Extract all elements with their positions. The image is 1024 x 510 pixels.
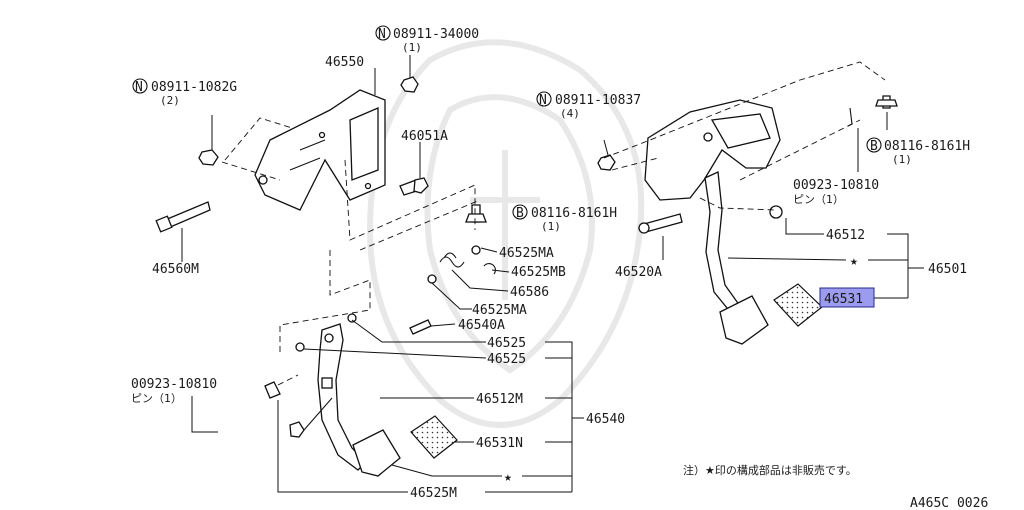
n-symbol-icon: [536, 91, 552, 107]
label-08116-8161h-right[interactable]: 08116-8161H: [884, 139, 970, 154]
label-46525m[interactable]: 46525M: [410, 486, 457, 501]
label-46525ma-2[interactable]: 46525MA: [472, 303, 527, 318]
bushing-46525ma-upper[interactable]: [471, 245, 481, 255]
qty-08911-10837: (4): [560, 107, 580, 120]
nut-1082g[interactable]: [198, 149, 219, 166]
label-46525mb[interactable]: 46525MB: [511, 265, 566, 280]
pad-cover-46531[interactable]: [773, 283, 823, 327]
n-symbol: N: [378, 27, 386, 42]
n-symbol-icon: [132, 78, 148, 94]
n-symbol: N: [135, 80, 143, 95]
b-symbol-icon: [512, 204, 528, 220]
nut-34000[interactable]: [400, 76, 419, 93]
label-46501[interactable]: 46501: [928, 262, 967, 277]
label-46550[interactable]: 46550: [325, 55, 364, 70]
label-46512m[interactable]: 46512M: [476, 392, 523, 407]
bushing-46525ma-lower[interactable]: [427, 274, 437, 284]
pin-46520a[interactable]: [638, 213, 683, 234]
bushing-46525-top[interactable]: [347, 313, 357, 323]
bolt-46560m[interactable]: [155, 201, 211, 233]
note-pin-lower: ピン（1）: [131, 392, 182, 405]
qty-08116-8161h-mid: (1): [541, 220, 561, 233]
bolt-8161-lower[interactable]: [465, 204, 487, 223]
label-08911-1082g[interactable]: 08911-1082G: [151, 80, 237, 95]
bracket-46501[interactable]: [644, 99, 781, 201]
pin-right[interactable]: [847, 107, 853, 127]
label-46525ma-1[interactable]: 46525MA: [499, 246, 554, 261]
label-46520a[interactable]: 46520A: [615, 265, 662, 280]
label-46531[interactable]: 46531: [824, 292, 863, 307]
bushing-46525-left[interactable]: [295, 342, 305, 352]
label-08911-34000[interactable]: 08911-34000: [393, 27, 479, 42]
small-part-left[interactable]: [264, 381, 281, 399]
bracket-46550[interactable]: [254, 89, 386, 211]
label-46051a[interactable]: 46051A: [401, 129, 448, 144]
clip-46525mb[interactable]: [483, 263, 496, 275]
spring-46586[interactable]: [439, 252, 465, 268]
qty-08116-8161h-right: (1): [892, 153, 912, 166]
nut-lower-left[interactable]: [289, 421, 305, 438]
label-46586[interactable]: 46586: [510, 285, 549, 300]
footnote: 注）★印の構成部品は非販売です。: [683, 463, 857, 477]
stopper-right[interactable]: [769, 205, 783, 219]
label-46531n[interactable]: 46531N: [476, 436, 523, 451]
b-symbol: B: [516, 206, 524, 221]
label-00923-10810-lower[interactable]: 00923-10810: [131, 377, 217, 392]
figure-code: A465C 0026: [910, 496, 988, 510]
label-46512[interactable]: 46512: [826, 228, 865, 243]
pedal-arm-46512[interactable]: [704, 171, 741, 315]
b-symbol-icon: [866, 137, 882, 153]
pedal-pad-46512m[interactable]: [352, 429, 401, 477]
label-46540[interactable]: 46540: [586, 412, 625, 427]
label-00923-10810-upper[interactable]: 00923-10810: [793, 178, 879, 193]
qty-08911-34000: (1): [402, 41, 422, 54]
label-46525-2[interactable]: 46525: [487, 352, 526, 367]
note-pin-upper: ピン（1）: [793, 193, 844, 206]
label-46525-1[interactable]: 46525: [487, 336, 526, 351]
b-symbol: B: [870, 139, 878, 154]
qty-08911-1082g: (2): [160, 94, 180, 107]
label-08116-8161h-mid[interactable]: 08116-8161H: [531, 206, 617, 221]
pedal-pad-46512[interactable]: [719, 295, 769, 345]
n-symbol-icon: [375, 25, 391, 41]
star-right: ★: [850, 254, 858, 269]
label-46560m[interactable]: 46560M: [152, 262, 199, 277]
bolt-8161-right[interactable]: [875, 95, 898, 109]
highlight-46531[interactable]: [819, 287, 875, 308]
label-46540a[interactable]: 46540A: [458, 318, 505, 333]
label-08911-10837[interactable]: 08911-10837: [555, 93, 641, 108]
star-left: ★: [504, 470, 512, 485]
nut-10837[interactable]: [597, 154, 616, 171]
bolt-46051a[interactable]: [399, 177, 429, 196]
watermark-emblem: [366, 39, 645, 428]
n-symbol: N: [539, 93, 547, 108]
pin-46540a[interactable]: [409, 319, 432, 335]
pad-cover-46531n[interactable]: [410, 415, 458, 459]
